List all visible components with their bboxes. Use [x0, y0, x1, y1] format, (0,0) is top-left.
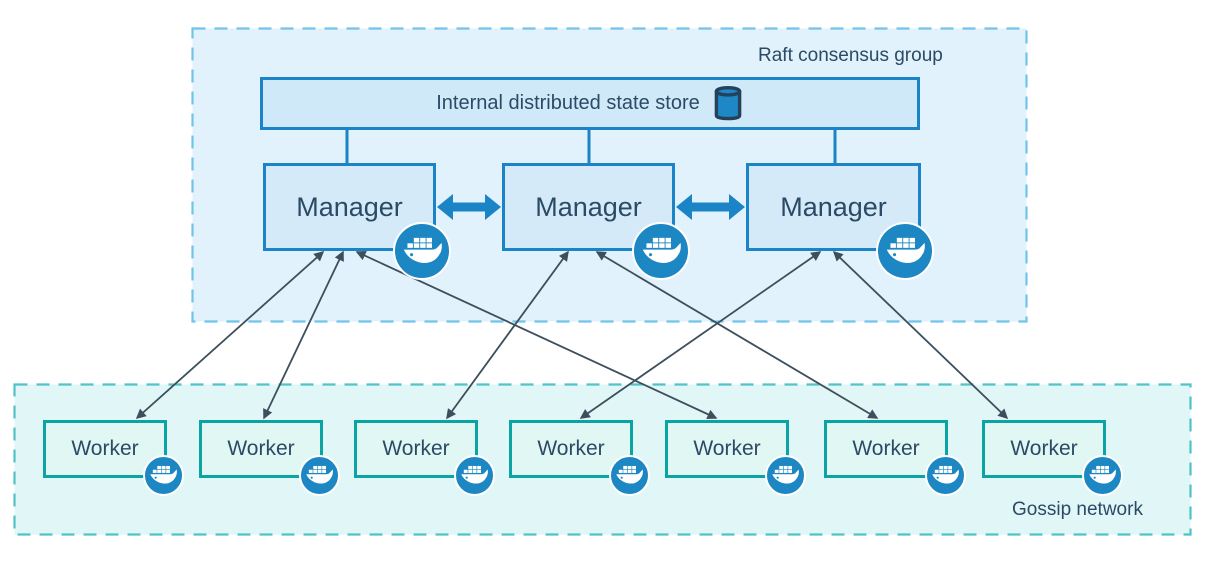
- docker-whale-icon: [772, 465, 799, 484]
- worker-label: Worker: [382, 437, 450, 460]
- worker-label: Worker: [852, 437, 920, 460]
- manager-node-1: Manager: [263, 163, 436, 251]
- manager-peer-arrow: [676, 194, 745, 220]
- raft-group-label: Raft consensus group: [758, 45, 943, 66]
- docker-whale-icon: [1089, 465, 1116, 484]
- docker-badge: [453, 454, 495, 496]
- docker-whale-icon: [886, 237, 925, 263]
- manager-label: Manager: [780, 191, 887, 222]
- manager-worker-arrows: [135, 250, 1009, 420]
- worker-node-4: Worker: [509, 420, 633, 478]
- worker-label: Worker: [71, 437, 139, 460]
- database-cylinder-icon: [714, 85, 742, 120]
- worker-node-1: Worker: [43, 420, 167, 478]
- docker-badge: [924, 454, 966, 496]
- manager-label: Manager: [296, 191, 403, 222]
- docker-badge: [876, 222, 934, 280]
- state-store-box: Internal distributed state store: [260, 77, 920, 130]
- worker-node-6: Worker: [824, 420, 948, 478]
- worker-label: Worker: [693, 437, 761, 460]
- docker-badge: [764, 454, 806, 496]
- store-manager-connectors: [345, 129, 837, 164]
- manager-peer-arrow: [437, 194, 501, 220]
- docker-badge: [393, 222, 451, 280]
- worker-label: Worker: [537, 437, 605, 460]
- state-store-label: Internal distributed state store: [436, 92, 700, 114]
- docker-whale-icon: [306, 465, 333, 484]
- worker-node-7: Worker: [982, 420, 1106, 478]
- worker-label: Worker: [227, 437, 295, 460]
- docker-whale-icon: [150, 465, 177, 484]
- docker-whale-icon: [932, 465, 959, 484]
- worker-label: Worker: [1010, 437, 1078, 460]
- docker-badge: [632, 222, 690, 280]
- docker-whale-icon: [616, 465, 643, 484]
- worker-node-2: Worker: [199, 420, 323, 478]
- docker-whale-icon: [642, 237, 681, 263]
- docker-badge: [1081, 454, 1123, 496]
- docker-badge: [608, 454, 650, 496]
- docker-badge: [298, 454, 340, 496]
- docker-whale-icon: [403, 237, 442, 263]
- docker-whale-icon: [461, 465, 488, 484]
- docker-badge: [142, 454, 184, 496]
- gossip-network-label: Gossip network: [1012, 499, 1143, 520]
- manager-label: Manager: [535, 191, 642, 222]
